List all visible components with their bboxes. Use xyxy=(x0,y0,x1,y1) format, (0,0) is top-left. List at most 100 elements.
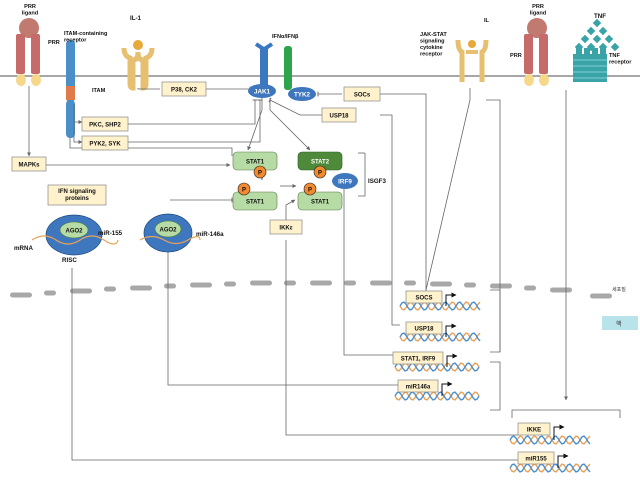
prr-right-receptor xyxy=(524,18,549,86)
risc-mir155: AGO2 xyxy=(31,214,119,256)
itam-label: ITAM xyxy=(92,88,106,94)
ago2-1-label: AGO2 xyxy=(65,229,83,235)
nuclear-membrane-segment xyxy=(70,288,92,294)
promoter-arrow xyxy=(557,453,569,468)
pyk2-syk-label: PYK2, SYK xyxy=(89,142,121,148)
nuclear-membrane-segment xyxy=(130,285,152,291)
pkc-shp2-label: PKC, SHP2 xyxy=(89,123,121,129)
gene-5: miR155 xyxy=(509,451,591,473)
risc-label: RISC xyxy=(62,257,77,264)
nuclear-membrane-segment xyxy=(430,281,452,287)
stat1-dimer: STAT1 STAT1 P P xyxy=(232,151,278,211)
gene-box xyxy=(392,351,444,365)
socs-top-box: SOCs xyxy=(343,86,381,102)
gene-box xyxy=(405,321,443,335)
ikke-top-label: IKKε xyxy=(279,226,292,232)
gene-box xyxy=(397,379,439,393)
gene-label: miR155 xyxy=(525,457,547,463)
nuclear-membrane-segment xyxy=(404,280,416,286)
dna-helix xyxy=(509,435,591,445)
ifn-receptor xyxy=(254,42,292,90)
gene-label: USP18 xyxy=(414,327,434,333)
il1-label: IL-1 xyxy=(130,15,142,22)
tnf-ligand-unit xyxy=(580,34,590,44)
promoter-arrow xyxy=(441,381,453,396)
nucleus-badge xyxy=(602,316,638,330)
isgf3-label: ISGF3 xyxy=(368,178,386,185)
irf9-label: IRF9 xyxy=(338,179,352,186)
prr-left-label: PRR xyxy=(48,40,60,46)
phospho-c: P xyxy=(318,171,322,177)
nuclear-membrane-segment xyxy=(590,293,612,299)
tnf-ligand-unit xyxy=(600,48,606,54)
cytoplasm-label: 세포질 xyxy=(612,286,626,293)
gene-label: SOCS xyxy=(415,296,432,302)
nuclear-membrane-segment xyxy=(490,283,512,289)
gene-box xyxy=(517,422,551,436)
tnf-ligand-unit xyxy=(584,48,590,54)
nucleus-label: 핵 xyxy=(616,320,622,328)
tnf-ligand-unit xyxy=(586,26,596,36)
gene-1: USP18 xyxy=(399,321,481,342)
tnf-label: TNF xyxy=(594,13,606,20)
p38-ck2-box: P38, CK2 xyxy=(161,81,207,97)
tnf-ligand-unit xyxy=(592,34,602,44)
gene-label: miR146a xyxy=(406,385,431,391)
gene-box xyxy=(517,451,555,465)
tyk2-oval: TYK2 xyxy=(288,87,316,101)
nuclear-membrane-segment xyxy=(344,280,356,286)
nuclear-membrane-segment xyxy=(224,281,236,287)
nuclear-membrane-segment xyxy=(190,282,212,288)
itam-receptor xyxy=(66,40,75,138)
jak1-oval: JAK1 xyxy=(248,84,276,98)
tnf-ligand-unit xyxy=(592,18,602,28)
jak-stat-receptor xyxy=(455,39,489,82)
nuclear-membrane-segment xyxy=(310,280,332,286)
dna-helix xyxy=(394,391,480,401)
dna-helix xyxy=(509,463,591,473)
nuclear-membrane-segment xyxy=(370,280,392,286)
promoter-arrow xyxy=(445,323,457,337)
nuclear-membrane-segment xyxy=(284,280,296,286)
signal-connectors xyxy=(27,86,621,461)
promoter-arrow xyxy=(445,292,457,306)
promoter-arrow xyxy=(446,353,458,367)
tnf-ligand-unit xyxy=(598,26,608,36)
tnf-ligand-unit xyxy=(576,48,582,54)
tnf-ligand-unit xyxy=(604,34,614,44)
usp18-top-label: USP18 xyxy=(329,114,349,120)
nuclear-membrane-segment xyxy=(10,292,32,298)
ago2-2-label: AGO2 xyxy=(159,228,177,234)
p38-ck2-label: P38, CK2 xyxy=(171,88,198,94)
usp18-top-box: USP18 xyxy=(321,107,357,123)
phospho-d: P xyxy=(308,188,312,194)
jak1-label: JAK1 xyxy=(254,89,271,96)
promoter-arrow xyxy=(553,424,565,440)
dna-helix xyxy=(394,362,480,372)
stat2-label: STAT2 xyxy=(311,160,330,166)
gene-label: STAT1, IRF9 xyxy=(401,357,436,363)
phospho-b: P xyxy=(242,188,246,194)
nuclear-membrane-segment xyxy=(44,290,56,296)
isgf3-complex: STAT2 STAT1 P P IRF9 xyxy=(297,151,358,211)
phospho-a: P xyxy=(258,171,262,177)
risc-mir146a: AGO2 xyxy=(139,213,201,253)
prr-left-receptor xyxy=(16,18,41,86)
mrna-label: mRNA xyxy=(14,245,33,252)
il1-receptor xyxy=(121,40,155,91)
stat1-c-label: STAT1 xyxy=(311,200,330,206)
gene-2: STAT1, IRF9 xyxy=(392,351,480,372)
nuclear-membrane-segment xyxy=(464,282,476,288)
ikke-top-box: IKKε xyxy=(269,219,303,235)
nuclear-membrane-segment xyxy=(524,285,536,291)
tnf-ligand-unit xyxy=(592,48,598,54)
nuclear-membrane-segment xyxy=(164,283,176,289)
mir155-label: miR-155 xyxy=(98,230,123,237)
socs-top-label: SOCs xyxy=(354,93,371,99)
